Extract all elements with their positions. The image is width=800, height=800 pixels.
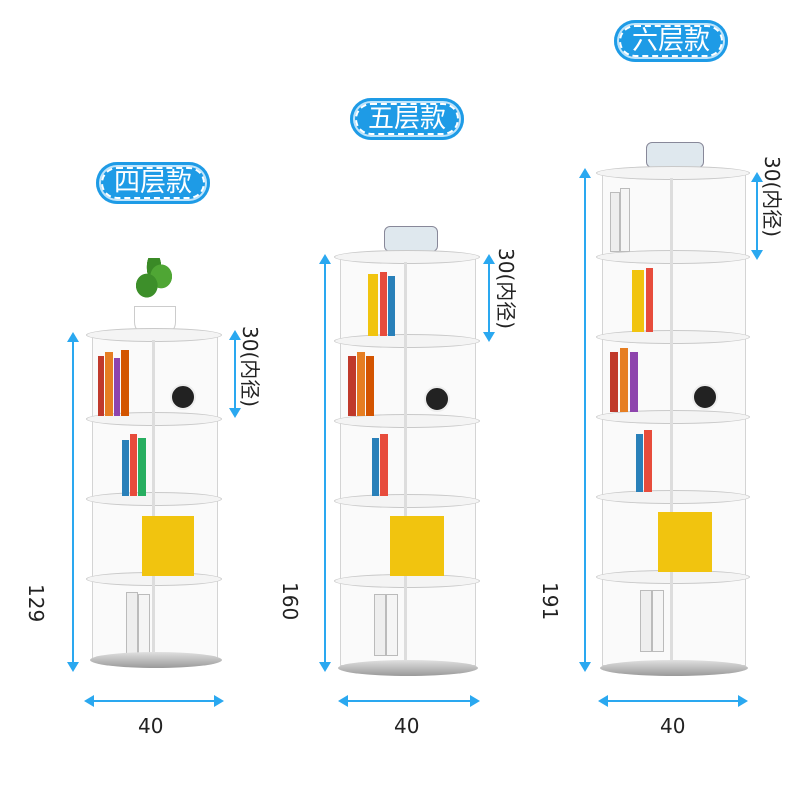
height-arrow-five <box>319 254 331 672</box>
clock <box>424 386 450 412</box>
clock <box>170 384 196 410</box>
inner-label-four: 30(内径) <box>238 326 262 408</box>
toy-bus <box>384 226 438 252</box>
inner-label-five: 30(内径) <box>494 248 518 330</box>
four-tier-badge: 四层款 <box>96 162 211 204</box>
width-arrow-four <box>84 695 224 707</box>
inner-arrow-five <box>483 254 495 342</box>
inner-arrow-four <box>229 330 241 418</box>
width-label-six: 40 <box>660 714 686 738</box>
width-label-five: 40 <box>394 714 420 738</box>
height-label-six: 191 <box>538 582 562 621</box>
five-tier-badge: 五层款 <box>350 98 465 140</box>
potted-plant <box>130 258 178 336</box>
height-label-four: 129 <box>24 584 48 623</box>
width-arrow-six <box>598 695 748 707</box>
width-arrow-five <box>338 695 480 707</box>
height-arrow-four <box>67 332 79 672</box>
height-label-five: 160 <box>278 582 302 621</box>
inner-label-six: 30(内径) <box>760 156 784 238</box>
clock <box>692 384 718 410</box>
toy-bus <box>646 142 704 168</box>
width-label-four: 40 <box>138 714 164 738</box>
inner-arrow-six <box>751 172 763 260</box>
height-arrow-six <box>579 168 591 672</box>
six-tier-badge: 六层款 <box>614 20 729 62</box>
